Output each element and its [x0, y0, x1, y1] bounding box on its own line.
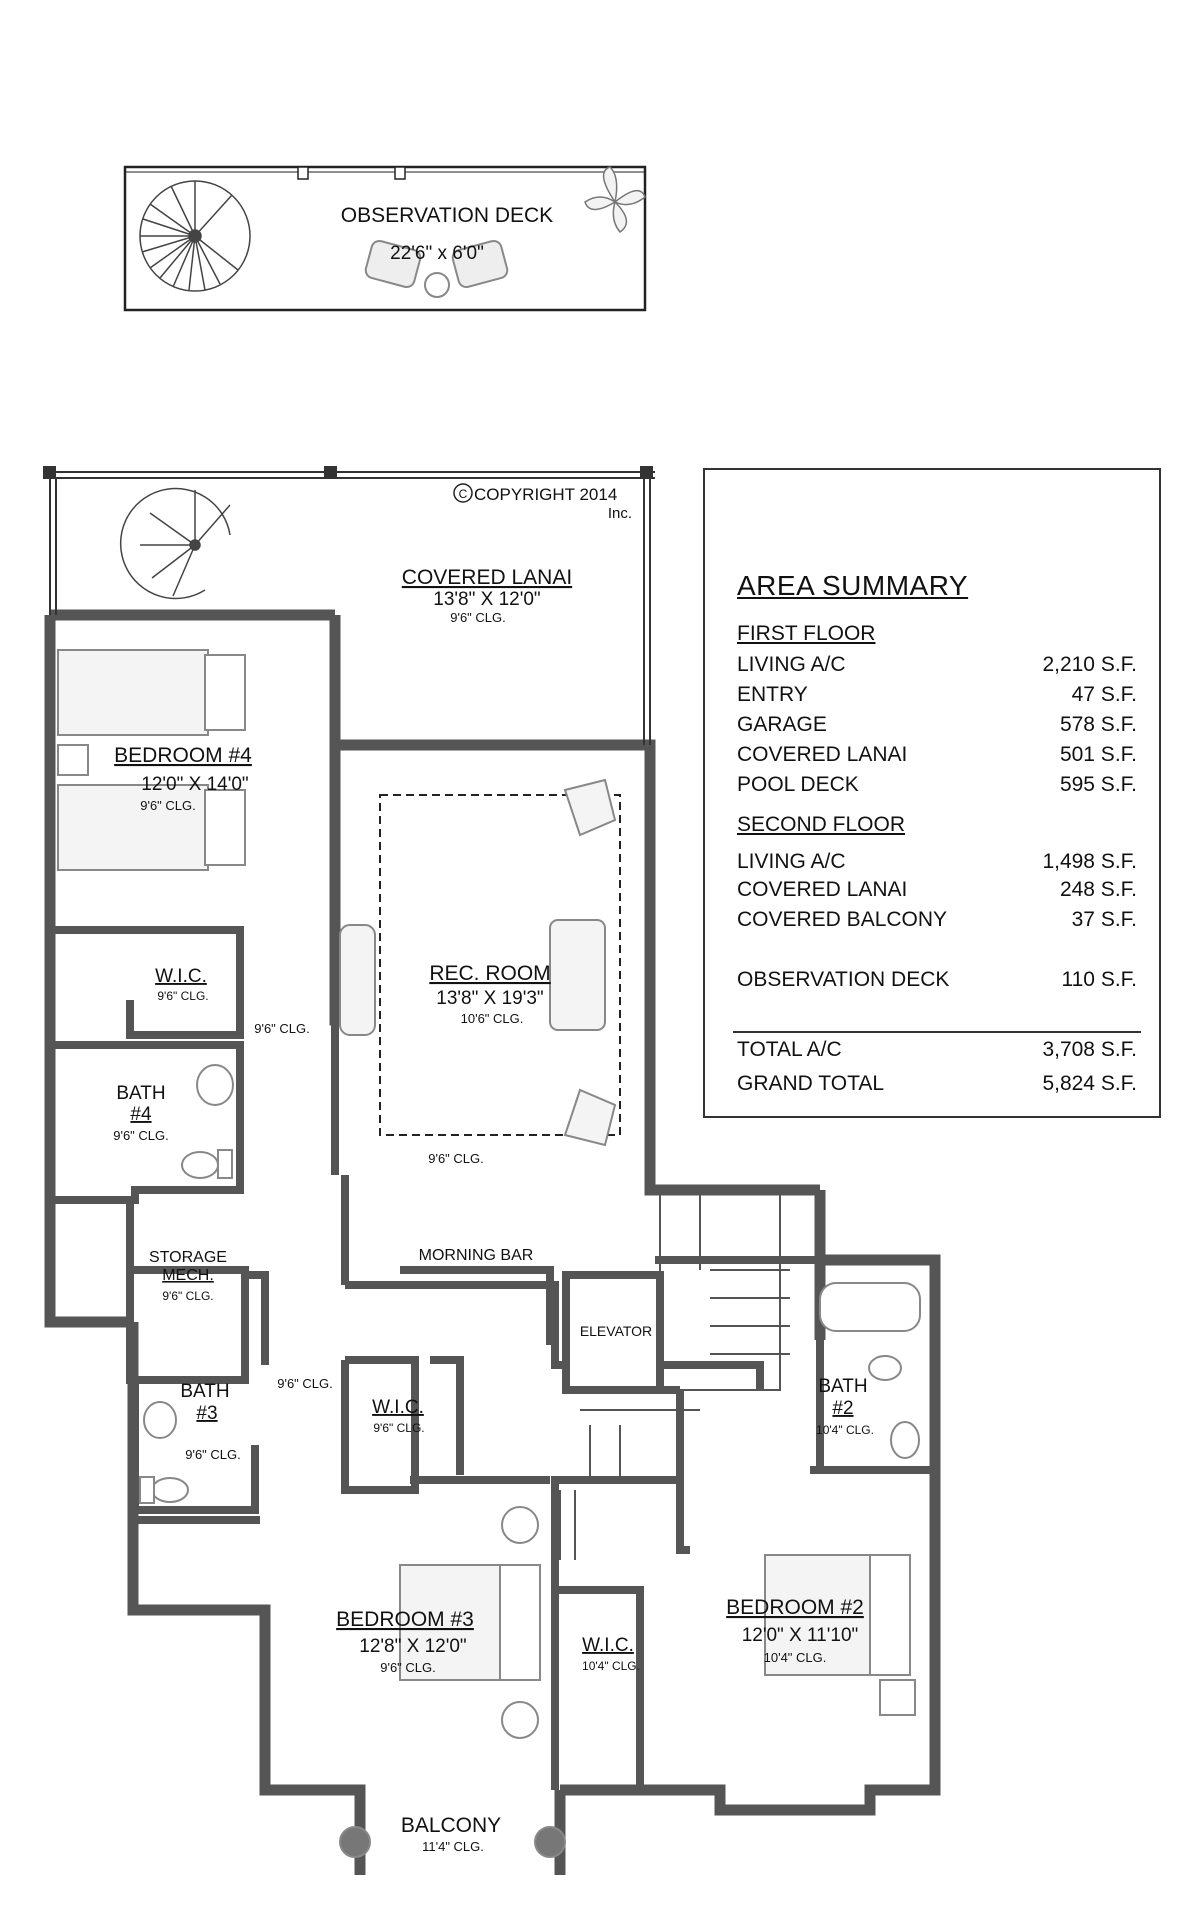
copyright-inc: Inc. [608, 505, 632, 522]
rec-room-size: 13'8" X 19'3" [436, 988, 543, 1009]
observation-deck: OBSERVATION DECK 22'6" x 6'0" [123, 165, 647, 312]
bedroom3-size: 12'8" X 12'0" [359, 1636, 466, 1657]
bath2-ceiling: 10'4" CLG. [816, 1423, 874, 1437]
room-labels: COVERED LANAI 13'8" X 12'0" 9'6" CLG. BE… [113, 566, 874, 1854]
hall-ceiling-1: 9'6" CLG. [254, 1021, 310, 1036]
storage-label: STORAGE [149, 1249, 227, 1266]
wic2-label: W.I.C. [582, 1635, 634, 1656]
copyright: C COPYRIGHT 2014 Inc. [453, 483, 632, 522]
furniture [57, 649, 921, 1858]
svg-text:C: C [459, 487, 468, 501]
column-markers [43, 466, 653, 479]
spiral-stair-icon [139, 180, 251, 292]
covered-lanai-size: 13'8" X 12'0" [433, 589, 540, 610]
wic3-label: W.I.C. [372, 1397, 424, 1418]
plant-icon [584, 166, 646, 233]
hall-ceiling-2: 9'6" CLG. [277, 1376, 333, 1391]
area-summary-title: AREA SUMMARY [737, 570, 969, 601]
bath3-number: #3 [196, 1403, 217, 1424]
storage-ceiling: 9'6" CLG. [162, 1289, 213, 1303]
bath4-label: BATH [116, 1083, 165, 1104]
bedroom4-label: BEDROOM #4 [114, 744, 252, 767]
covered-lanai-ceiling: 9'6" CLG. [450, 610, 506, 625]
bath2-number: #2 [832, 1398, 853, 1419]
rec-room-ceiling: 10'6" CLG. [461, 1011, 524, 1026]
bath4-number: #4 [130, 1104, 152, 1125]
lanai-spiral-stair-icon [119, 487, 231, 600]
wic4-label: W.I.C. [155, 966, 207, 987]
bath3-ceiling: 9'6" CLG. [185, 1447, 241, 1462]
bedroom2-size: 12'0" X 11'10" [742, 1625, 859, 1646]
mech-label: MECH. [162, 1267, 214, 1284]
lanai-outline [49, 471, 655, 745]
wic2-ceiling: 10'4" CLG. [582, 1659, 640, 1673]
copyright-text: COPYRIGHT 2014 [474, 485, 617, 504]
bedroom2-label: BEDROOM #2 [726, 1596, 864, 1619]
rec-room-ceiling-2: 9'6" CLG. [428, 1151, 484, 1166]
elevator [562, 1271, 664, 1394]
morning-bar-label: MORNING BAR [419, 1247, 534, 1264]
bath3-label: BATH [180, 1381, 229, 1402]
first-floor-heading: FIRST FLOOR [737, 622, 876, 645]
wic4-ceiling: 9'6" CLG. [157, 989, 208, 1003]
rec-room-rug [379, 794, 621, 1136]
bedroom3-ceiling: 9'6" CLG. [380, 1660, 436, 1675]
bedroom4-size: 12'0" X 14'0" [141, 774, 248, 795]
observation-deck-label: OBSERVATION DECK [341, 204, 553, 227]
bedroom3-label: BEDROOM #3 [336, 1608, 474, 1631]
deck-chair-icon [364, 239, 509, 298]
elevator-label: ELEVATOR [580, 1323, 652, 1339]
wic3-ceiling: 9'6" CLG. [373, 1421, 424, 1435]
balcony-label: BALCONY [401, 1814, 501, 1837]
balcony-ceiling: 11'4" CLG. [422, 1839, 484, 1854]
bath2-label: BATH [818, 1376, 867, 1397]
bath4-ceiling: 9'6" CLG. [113, 1128, 169, 1143]
covered-lanai-label: COVERED LANAI [402, 566, 572, 589]
bedroom4-ceiling: 9'6" CLG. [140, 798, 196, 813]
bedroom2-ceiling: 10'4" CLG. [764, 1650, 827, 1665]
second-floor-heading: SECOND FLOOR [737, 813, 906, 836]
rec-room-label: REC. ROOM [429, 962, 550, 985]
observation-deck-size: 22'6" x 6'0" [390, 243, 484, 264]
summary-divider [733, 1031, 1141, 1033]
